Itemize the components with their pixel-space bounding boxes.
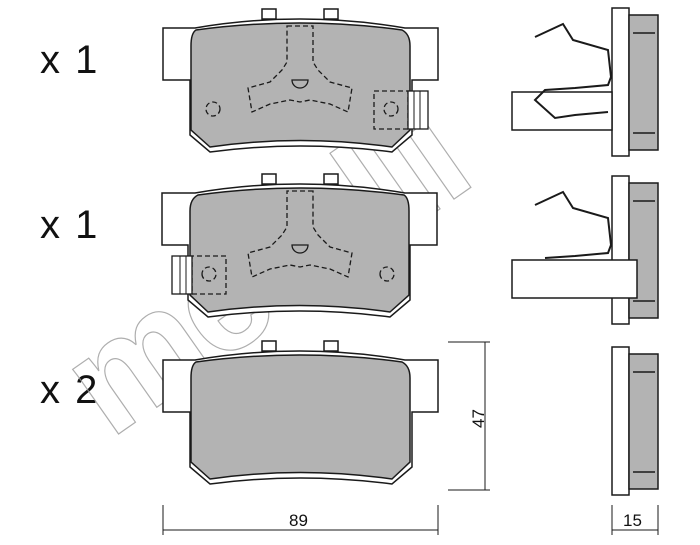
pad-3-side	[611, 346, 659, 496]
pad-2-front	[161, 173, 438, 318]
pad-1-front	[162, 8, 439, 153]
quantity-label-1: x 1	[40, 38, 100, 82]
quantity-label-2: x 1	[40, 203, 100, 247]
dimension-height	[448, 341, 490, 491]
pad-1-side	[511, 7, 659, 157]
dimension-width	[162, 505, 439, 535]
dimension-thickness	[611, 505, 659, 535]
dimension-height-label: 47	[469, 409, 488, 428]
dimension-width-label: 89	[289, 511, 308, 530]
pad-2-side	[511, 175, 659, 325]
dimension-thickness-label: 15	[623, 511, 642, 530]
pad-3-front	[162, 340, 439, 485]
quantity-label-3: x 2	[40, 368, 100, 412]
